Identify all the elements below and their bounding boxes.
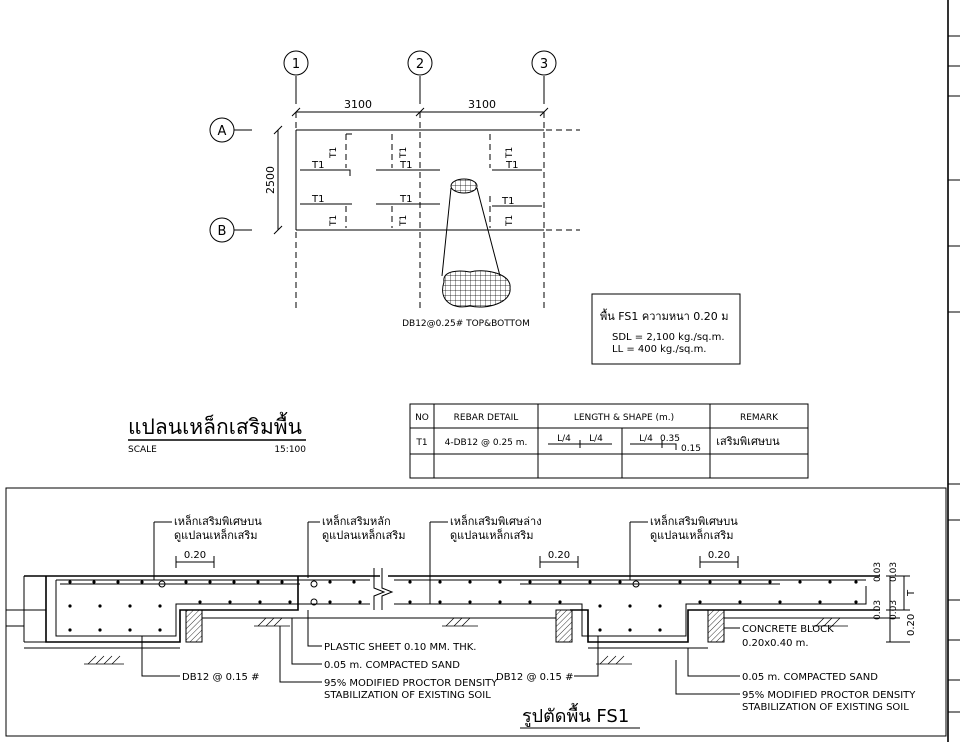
slab-note-sdl: SDL = 2,100 kg./sq.m.: [612, 332, 725, 343]
dim-003-c: 0.03: [873, 600, 883, 620]
schedule-header-remark: REMARK: [740, 413, 779, 423]
slab-note-title: พื้น FS1 ความหนา 0.20 ม: [600, 308, 729, 323]
label-see-plan-3: ดูแปลนเหล็กเสริม: [450, 528, 534, 542]
dim-span-2: 3100: [468, 98, 496, 111]
section-title: รูปตัดพื้น FS1: [522, 703, 629, 727]
schedule-row-detail: 4-DB12 @ 0.25 m.: [445, 438, 528, 448]
compacted-sand-1: 0.05 m. COMPACTED SAND: [324, 660, 460, 671]
concrete-block-2: 0.20x0.40 m.: [742, 638, 809, 649]
dim-020-b: 0.20: [548, 550, 570, 561]
slab-note-ll: LL = 400 kg./sq.m.: [612, 344, 707, 355]
grid-bubble-a: A: [209, 117, 235, 143]
scale-value: 15:100: [274, 445, 306, 455]
label-see-plan-4: ดูแปลนเหล็กเสริม: [650, 528, 734, 542]
grid-bubble-2: 2: [407, 50, 433, 76]
bar-mark: T1: [311, 160, 324, 171]
grid-bubble-1: 1: [283, 50, 309, 76]
dim-003-d: 0.03: [889, 600, 899, 620]
dim-003-a: 0.03: [873, 562, 883, 582]
schedule-header-no: NO: [415, 413, 429, 423]
mesh-note: DB12@0.25# TOP&BOTTOM: [402, 319, 530, 329]
rebar-schedule-table: NO REBAR DETAIL LENGTH & SHAPE (m.) REMA…: [409, 403, 809, 479]
bar-mark: T1: [329, 215, 339, 227]
plan-dimensions: 3100 3100 2500: [264, 98, 549, 235]
dim-020-a: 0.20: [184, 550, 206, 561]
section-callouts: เหล็กเสริมพิเศษบน ดูแปลนเหล็กเสริม เหล็ก…: [141, 514, 917, 729]
dim-003-b: 0.03: [889, 562, 899, 582]
bar-mark: T1: [505, 147, 515, 159]
grid-label-b: B: [218, 224, 227, 239]
schedule-row-remark: เสริมพิเศษบน: [716, 435, 780, 448]
section-frame: [5, 487, 947, 737]
bar-mark: T1: [505, 160, 518, 171]
bar-mark: T1: [399, 160, 412, 171]
slab-outline: [295, 129, 544, 231]
rebar-dots: [68, 580, 858, 632]
dim-t: T: [906, 589, 917, 597]
label-see-plan-2: ดูแปลนเหล็กเสริม: [322, 528, 406, 542]
bar-mark: T1: [501, 196, 514, 207]
compacted-sand-2: 0.05 m. COMPACTED SAND: [742, 672, 878, 683]
grid-bubble-b: B: [209, 217, 235, 243]
schedule-header-length: LENGTH & SHAPE (m.): [574, 413, 674, 423]
dim-height: 2500: [264, 166, 277, 194]
bar-mark: T1: [329, 147, 339, 159]
plan-title: แปลนเหล็กเสริมพื้น: [128, 412, 302, 439]
grid-label-2: 2: [416, 57, 424, 72]
db12-left: DB12 @ 0.15 #: [182, 672, 259, 683]
slab-section: [6, 568, 900, 665]
shape2-a: L/4: [639, 434, 653, 444]
proctor-1b: STABILIZATION OF EXISTING SOIL: [324, 690, 491, 701]
schedule-header-detail: REBAR DETAIL: [454, 413, 519, 423]
grid-label-a: A: [218, 124, 227, 139]
label-top-extra-2: เหล็กเสริมพิเศษบน: [650, 514, 738, 528]
label-bottom-extra: เหล็กเสริมพิเศษล่าง: [450, 514, 542, 528]
dim-020-c: 0.20: [708, 550, 730, 561]
bar-mark: T1: [311, 194, 324, 205]
dim-020-side: 0.20: [906, 614, 917, 636]
shape2-b: 0.35: [660, 434, 680, 444]
label-top-extra-1: เหล็กเสริมพิเศษบน: [174, 514, 262, 528]
extra-bars-top: T1 T1 T1 T1 T1 T1: [300, 133, 542, 176]
plan-title-block: แปลนเหล็กเสริมพื้น SCALE 15:100: [128, 412, 306, 455]
grid-label-1: 1: [292, 57, 300, 72]
dim-span-1: 3100: [344, 98, 372, 111]
bar-mark: T1: [399, 147, 409, 159]
schedule-row-no: T1: [415, 438, 427, 448]
title-block-border: [947, 0, 960, 742]
bar-mark: T1: [505, 215, 515, 227]
grid-label-3: 3: [540, 57, 548, 72]
label-see-plan-1: ดูแปลนเหล็กเสริม: [174, 528, 258, 542]
label-main-bar: เหล็กเสริมหลัก: [322, 514, 391, 528]
plastic-sheet-note: PLASTIC SHEET 0.10 MM. THK.: [324, 642, 476, 653]
scale-label: SCALE: [128, 445, 157, 455]
mesh-detail: DB12@0.25# TOP&BOTTOM: [402, 178, 530, 329]
shape1-b: L/4: [589, 434, 603, 444]
proctor-1a: 95% MODIFIED PROCTOR DENSITY: [324, 678, 498, 689]
grid-bubble-3: 3: [531, 50, 557, 76]
concrete-block-1: CONCRETE BLOCK: [742, 624, 834, 635]
bar-mark: T1: [399, 215, 409, 227]
shape2-c: 0.15: [681, 444, 701, 454]
proctor-2a: 95% MODIFIED PROCTOR DENSITY: [742, 690, 916, 701]
shape1-a: L/4: [557, 434, 571, 444]
extra-bars-bottom: T1 T1 T1 T1 T1 T1: [300, 194, 542, 228]
bar-mark: T1: [399, 194, 412, 205]
proctor-2b: STABILIZATION OF EXISTING SOIL: [742, 702, 909, 713]
db12-mid: DB12 @ 0.15 #: [496, 672, 573, 683]
slab-note-box: พื้น FS1 ความหนา 0.20 ม SDL = 2,100 kg./…: [591, 293, 741, 365]
